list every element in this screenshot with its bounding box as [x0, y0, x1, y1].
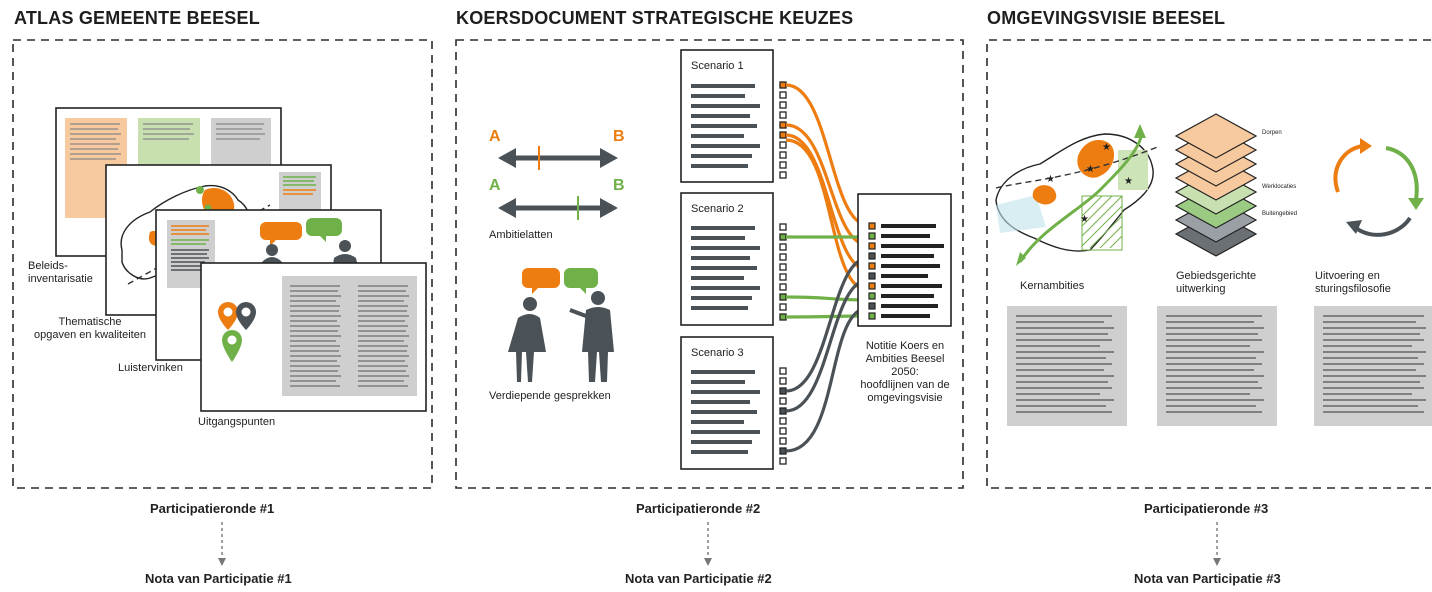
cycle-arrows-icon [1333, 138, 1424, 237]
label-uitgangspunten: Uitgangspunten [198, 416, 276, 428]
caption-gebiedsgerichte-uitwerking: Gebiedsgerichte uitwerking [1176, 270, 1257, 295]
svg-text:★: ★ [1046, 174, 1055, 185]
caption-uitvoering: Uitvoering en sturingsfilosofie [1315, 270, 1391, 295]
ambition-1-a: A [489, 128, 501, 145]
nota-van-participatie-3: Nota van Participatie #3 [1134, 571, 1281, 586]
section-title-koersdocument: KOERSDOCUMENT STRATEGISCHE KEUZES [456, 8, 854, 28]
nota-van-participatie-2: Nota van Participatie #2 [625, 571, 772, 586]
section-title-atlas: ATLAS GEMEENTE BEESEL [14, 8, 260, 28]
section-title-omgevingsvisie: OMGEVINGSVISIE BEESEL [987, 8, 1226, 28]
svg-text:★: ★ [1102, 142, 1111, 153]
participatieronde-1: Participatieronde #1 [150, 501, 275, 516]
location-pins-icon [218, 302, 256, 362]
svg-text:★: ★ [1124, 176, 1133, 187]
label-luistervinken: Luistervinken [118, 362, 183, 374]
scenario-2-box [680, 192, 774, 326]
koersdocument-panel [440, 0, 970, 587]
sheet-beleidsinventarisatie [55, 107, 282, 257]
scenario-3-box [680, 336, 774, 470]
ambitielatten-icon [498, 146, 618, 220]
layer-stack-icon [1174, 113, 1258, 257]
ambition-1-b: B [613, 128, 625, 145]
omgevingsvisie-diagram: ★ ★ ★ ★ ★ [986, 39, 1432, 489]
scenario-1-box [680, 49, 774, 183]
notitie-box [857, 193, 952, 327]
atlas-diagram [12, 39, 433, 489]
caption-kernambities: Kernambities [1020, 280, 1085, 292]
ambition-2-b: B [613, 177, 625, 194]
layer-label-buitengebied: Buitengebied [1262, 211, 1298, 217]
participatieronde-2: Participatieronde #2 [636, 501, 761, 516]
omgevingsvisie-panel: ★ ★ ★ ★ ★ [970, 0, 1432, 587]
layer-label-werklocaties: Werklocaties [1262, 184, 1297, 190]
document-thumbnails [1007, 306, 1432, 426]
label-verdiepende-gesprekken: Verdiepende gesprekken [489, 390, 611, 402]
koersdocument-diagram [455, 39, 964, 489]
label-notitie: Notitie Koers en Ambities Beesel 2050: h… [860, 340, 950, 404]
scenario-2-label: Scenario 2 [691, 203, 744, 215]
ambition-2-a: A [489, 177, 501, 194]
label-ambitielatten: Ambitielatten [489, 229, 553, 241]
atlas-panel [0, 0, 440, 587]
conversation-icon [508, 268, 614, 382]
scenario-3-label: Scenario 3 [691, 347, 744, 359]
label-thematische-opgaven: Thematische opgaven en kwaliteiten [34, 316, 146, 341]
sheet-uitgangspunten [200, 262, 427, 412]
layer-label-dorpen: Dorpen [1262, 130, 1282, 136]
label-beleidsinventarisatie: Beleids- inventarisatie [28, 260, 93, 285]
nota-van-participatie-1: Nota van Participatie #1 [145, 571, 292, 586]
scenario-1-label: Scenario 1 [691, 60, 744, 72]
participatieronde-3: Participatieronde #3 [1144, 501, 1269, 516]
svg-text:★: ★ [1086, 164, 1095, 175]
svg-text:★: ★ [1080, 214, 1089, 225]
kernambities-map: ★ ★ ★ ★ ★ [995, 124, 1161, 266]
